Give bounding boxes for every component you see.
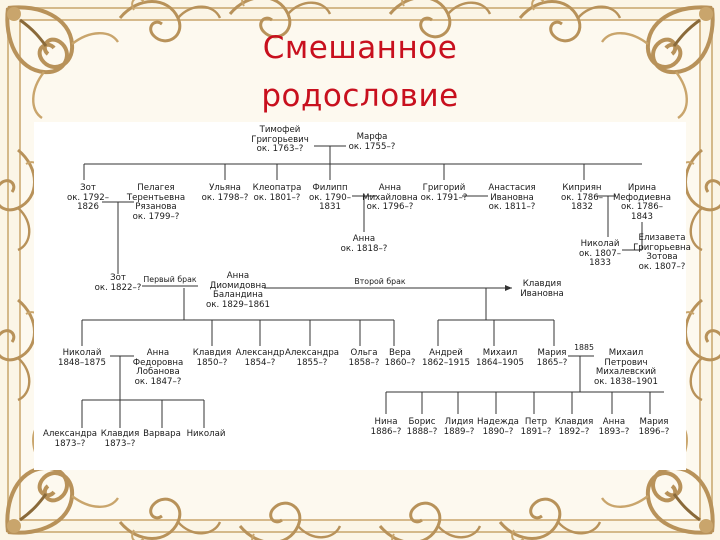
person-mikhail-1864: Михаил 1864–1905 bbox=[475, 348, 525, 368]
marriage-year-note: 1885 bbox=[574, 343, 594, 352]
person-kipriyan: Киприян ок. 1786– 1832 bbox=[560, 183, 604, 213]
title-line-1: Смешанное bbox=[262, 30, 458, 66]
person-timofei: Тимофей Григорьевич ок. 1763–? bbox=[251, 125, 309, 155]
person-kleopatra: Клеопатра ок. 1801–? bbox=[252, 183, 302, 203]
person-aleksandr-1854: Александр 1854–? bbox=[235, 348, 285, 368]
person-mariya-1865: Мария 1865–? bbox=[536, 348, 568, 368]
person-mariya-1896: Мария 1896–? bbox=[638, 417, 670, 437]
person-nikolai-grandchild: Николай bbox=[186, 429, 226, 439]
person-anna-diomidovna: Анна Диомидовна Баландина ок. 1829–1861 bbox=[206, 271, 270, 310]
person-grigory: Григорий ок. 1791–? bbox=[420, 183, 468, 203]
person-aleksandra-1855: Александра 1855–? bbox=[284, 348, 340, 368]
family-tree: Тимофей Григорьевич ок. 1763–? Марфа ок.… bbox=[34, 122, 691, 470]
person-anna-mikhailovna: Анна Михайловна ок. 1796–? bbox=[362, 183, 418, 213]
person-anna-feodorovna: Анна Федоровна Лобанова ок. 1847–? bbox=[132, 348, 184, 387]
person-andrei: Андрей 1862–1915 bbox=[421, 348, 471, 368]
title-line-2: родословие bbox=[261, 78, 459, 114]
tree-connectors bbox=[81, 145, 664, 428]
person-nadezhda: Надежда 1890–? bbox=[477, 417, 519, 437]
person-marfa: Марфа ок. 1755–? bbox=[348, 132, 396, 152]
person-klavdiya-1873: Клавдия 1873–? bbox=[100, 429, 140, 449]
person-varvara: Варвара bbox=[143, 429, 181, 439]
person-zot-sr: Зот ок. 1792– 1826 bbox=[66, 183, 110, 213]
person-vera: Вера 1860–? bbox=[384, 348, 416, 368]
person-olga: Ольга 1858–? bbox=[348, 348, 380, 368]
second-marriage-note: Второй брак bbox=[354, 277, 406, 286]
person-filipp: Филипп ок. 1790– 1831 bbox=[308, 183, 352, 213]
person-klavdiya-ivanovna: Клавдия Ивановна bbox=[520, 279, 564, 299]
person-klavdiya-1850: Клавдия 1850–? bbox=[192, 348, 232, 368]
person-boris: Борис 1888–? bbox=[406, 417, 438, 437]
person-zot-jr: Зот ок. 1822–? bbox=[94, 273, 142, 293]
person-pelageya: Пелагея Терентьевна Рязанова ок. 1799–? bbox=[126, 183, 186, 222]
person-irina: Ирина Мефодиевна ок. 1786– 1843 bbox=[612, 183, 672, 222]
person-aleksandra-1873: Александра 1873–? bbox=[42, 429, 98, 449]
person-elizaveta: Елизавета Григорьевна Зотова ок. 1807–? bbox=[633, 233, 691, 272]
slide-title: Смешанное родословие bbox=[0, 24, 720, 120]
person-nikolai-1848: Николай 1848–1875 bbox=[57, 348, 107, 368]
person-ulyana: Ульяна ок. 1798–? bbox=[201, 183, 249, 203]
person-lidiya: Лидия 1889–? bbox=[443, 417, 475, 437]
person-anastasia: Анастасия Ивановна ок. 1811–? bbox=[488, 183, 536, 213]
person-petr: Петр 1891–? bbox=[520, 417, 552, 437]
person-klavdiya-1892: Клавдия 1892–? bbox=[554, 417, 594, 437]
person-mikhail-petrovich: Михаил Петрович Михалевский ок. 1838–190… bbox=[594, 348, 658, 387]
person-nina: Нина 1886–? bbox=[370, 417, 402, 437]
first-marriage-note: Первый брак bbox=[143, 275, 197, 284]
person-anna-1818: Анна ок. 1818–? bbox=[340, 234, 388, 254]
person-anna-1893: Анна 1893–? bbox=[598, 417, 630, 437]
person-nikolai-1807: Николай ок. 1807– 1833 bbox=[578, 239, 622, 269]
